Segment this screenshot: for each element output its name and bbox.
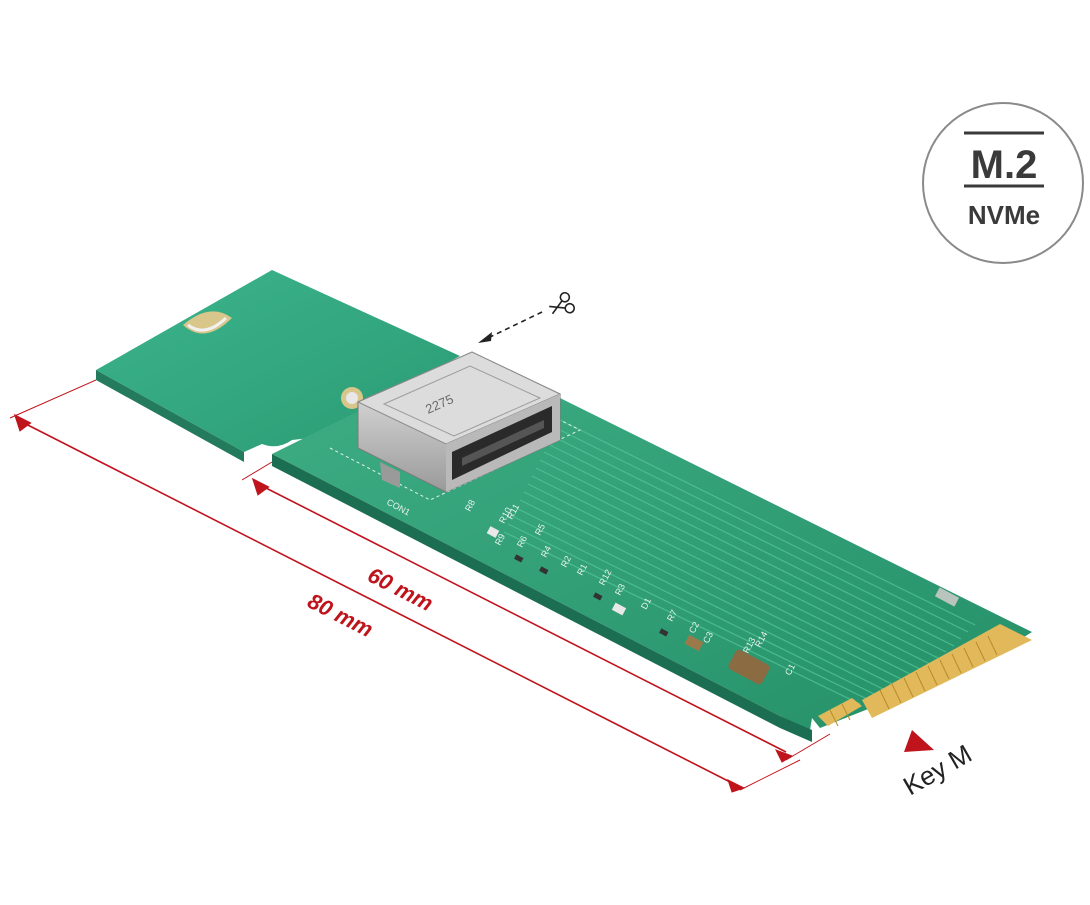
m2-nvme-badge: M.2 NVMe (922, 102, 1084, 264)
silkscreen-r9: R9 (493, 532, 507, 547)
dimension-60mm (241, 461, 831, 763)
dimension-label-60mm: 60 mm (364, 562, 437, 616)
silkscreen-c3: C3 (701, 630, 715, 645)
triangle-marker-icon (904, 730, 934, 752)
scissors-icon (549, 291, 576, 315)
connector-housing: 2275 (356, 351, 562, 493)
silkscreen-labels: CON1 R8 R10 R5 R11 R9 R4 R6 R2 R1 R12 R3… (385, 497, 797, 677)
silkscreen-r7: R7 (665, 608, 679, 623)
capacitor (728, 649, 770, 685)
silkscreen-r1: R1 (575, 562, 589, 577)
pcb-traces (503, 419, 976, 705)
silkscreen-c2: C2 (687, 620, 701, 635)
silkscreen-r8: R8 (463, 498, 477, 513)
silkscreen-r4: R4 (539, 544, 553, 559)
silkscreen-r2: R2 (559, 554, 573, 569)
silkscreen-d1: D1 (639, 596, 653, 611)
silkscreen-c1: C1 (783, 662, 797, 677)
badge-line2: NVMe (968, 200, 1040, 230)
dimension-80mm (9, 379, 801, 793)
smd-components (486, 526, 960, 685)
badge-line1: M.2 (971, 143, 1038, 187)
cut-indicator (478, 291, 576, 343)
silkscreen-r5: R5 (533, 522, 547, 537)
silkscreen-r3: R3 (613, 582, 627, 597)
edge-connector-fingers (818, 624, 1032, 727)
silkscreen-r6: R6 (515, 534, 529, 549)
